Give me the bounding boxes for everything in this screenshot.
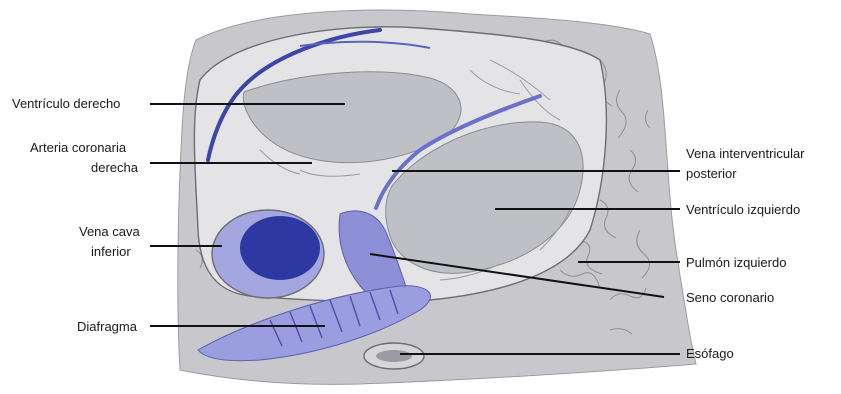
esophagus-lumen (376, 350, 412, 362)
label-diafragma: Diafragma (77, 319, 138, 334)
label-esofago: Esófago (686, 346, 734, 361)
label-vena-cava-line2: inferior (91, 244, 131, 259)
label-ventriculo-derecho: Ventrículo derecho (12, 96, 120, 111)
label-arteria-coronaria-line2: derecha (91, 160, 139, 175)
label-arteria-coronaria-line1: Arteria coronaria (30, 140, 127, 155)
label-seno-coronario: Seno coronario (686, 290, 774, 305)
label-pulmon-izquierdo: Pulmón izquierdo (686, 255, 786, 270)
inferior-vena-cava-lumen (240, 216, 320, 280)
label-vena-interventricular-line1: Vena interventricular (686, 146, 805, 161)
label-vena-cava-line1: Vena cava (79, 224, 140, 239)
label-vena-interventricular-line2: posterior (686, 166, 737, 181)
label-ventriculo-izquierdo: Ventrículo izquierdo (686, 202, 800, 217)
